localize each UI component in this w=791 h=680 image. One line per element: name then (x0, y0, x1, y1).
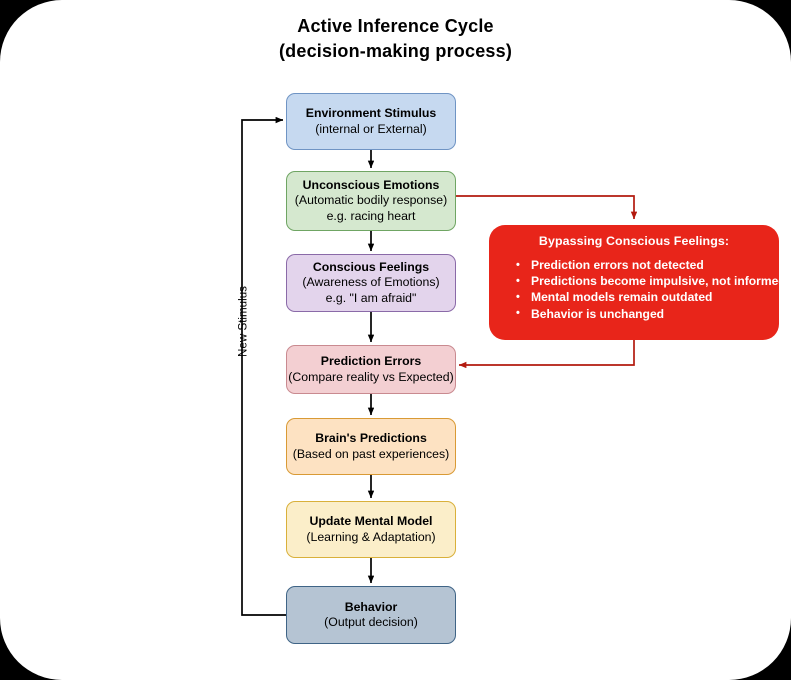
node-prediction-errors-subtitle: (Compare reality vs Expected) (288, 369, 454, 384)
edge-callout-to-prediction-errors (458, 340, 635, 369)
node-conscious-example: e.g. "I am afraid" (325, 290, 417, 305)
callout-bullet: Prediction errors not detected (516, 256, 769, 273)
callout-bullet: Mental models remain outdated (516, 289, 769, 305)
node-conscious-title: Conscious Feelings (312, 259, 430, 274)
title-line-2: (decision-making process) (278, 41, 513, 61)
node-behavior-subtitle: (Output decision) (324, 615, 418, 629)
node-brain-predictions-subtitle: (Based on past experiences) (292, 446, 450, 461)
node-behavior-title: Behavior (344, 599, 398, 614)
page-title: Active Inference Cycle (decision-making … (0, 14, 791, 64)
callout-bullet: Predictions become impulsive, not inform… (516, 273, 786, 289)
callout-bullet-list: Prediction errors not detected Predictio… (499, 256, 786, 322)
edge-unconscious-to-callout (456, 195, 638, 220)
node-conscious-feelings[interactable]: Conscious Feelings (Awareness of Emotion… (286, 254, 456, 312)
node-conscious-subtitle: (Awareness of Emotions) (302, 275, 440, 290)
node-brain-predictions[interactable]: Brain's Predictions (Based on past exper… (286, 418, 456, 475)
node-brain-predictions-title: Brain's Predictions (315, 431, 427, 445)
edge-label-new-stimulus: New Stimulus (236, 286, 250, 357)
node-unconscious-subtitle: (Automatic bodily response) (294, 193, 448, 208)
node-unconscious-emotions[interactable]: Unconscious Emotions (Automatic bodily r… (286, 171, 456, 231)
callout-title: Bypassing Conscious Feelings: (538, 234, 730, 248)
node-unconscious-example: e.g. racing heart (326, 208, 416, 223)
node-environment-title: Environment Stimulus (305, 106, 437, 120)
node-environment-subtitle: (internal or External) (315, 121, 427, 136)
node-prediction-errors-title: Prediction Errors (320, 354, 422, 368)
node-prediction-errors[interactable]: Prediction Errors (Compare reality vs Ex… (286, 345, 456, 394)
node-update-mental-model[interactable]: Update Mental Model (Learning & Adaptati… (286, 501, 456, 558)
title-line-1: Active Inference Cycle (297, 16, 494, 36)
node-update-mental-model-title: Update Mental Model (309, 514, 433, 528)
node-update-mental-model-subtitle: (Learning & Adaptation) (306, 529, 436, 544)
callout-bullet: Behavior is unchanged (516, 305, 769, 322)
node-environment-stimulus[interactable]: Environment Stimulus (internal or Extern… (286, 93, 456, 150)
callout-bypassing-conscious-feelings[interactable]: Bypassing Conscious Feelings: Prediction… (489, 225, 786, 340)
node-unconscious-title: Unconscious Emotions (302, 177, 440, 192)
node-behavior[interactable]: Behavior (Output decision) (286, 586, 456, 644)
